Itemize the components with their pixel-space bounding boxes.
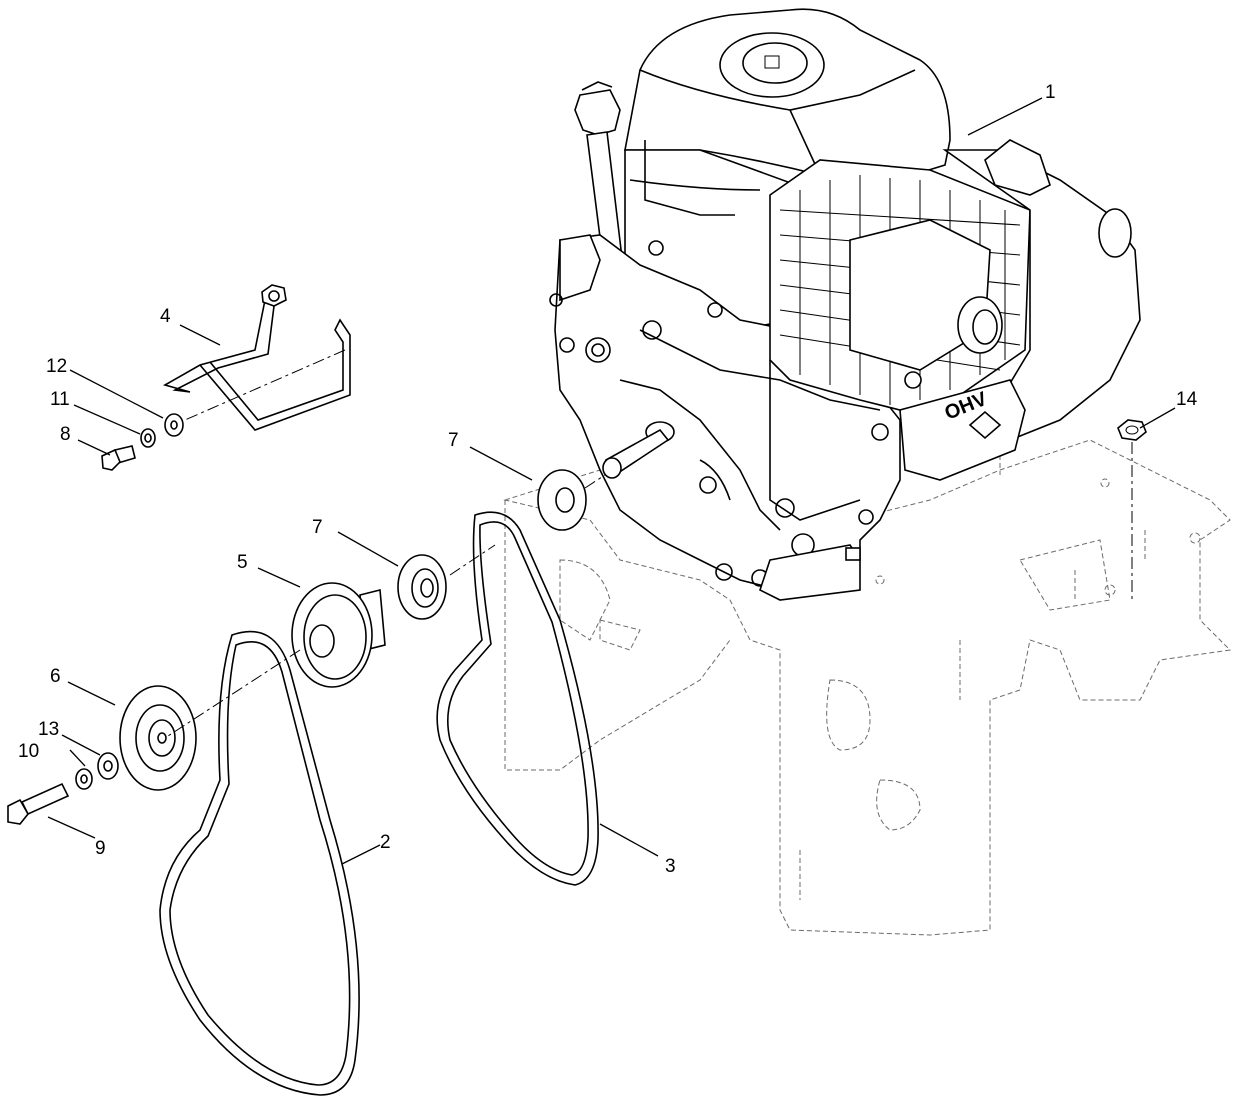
callout-10: 10 (18, 741, 39, 762)
engine-assembly: OHV (549, 8, 1141, 601)
belt-short-part (436, 511, 599, 886)
callout-labels: 1 2 3 4 5 6 7 7 8 9 10 11 12 13 14 (18, 82, 1198, 877)
callout-12: 12 (46, 356, 67, 377)
callout-4: 4 (160, 306, 171, 327)
callout-6: 6 (50, 666, 61, 687)
callout-14: 14 (1176, 389, 1198, 410)
callout-2: 2 (380, 832, 391, 853)
callout-5: 5 (237, 552, 248, 573)
flange-nut-part (1117, 419, 1147, 600)
callout-13: 13 (38, 719, 59, 740)
callout-7-upper: 7 (448, 430, 459, 451)
pulley-large-part (291, 582, 386, 688)
callout-9: 9 (95, 838, 106, 859)
pulley-small-part (119, 685, 197, 791)
callout-11: 11 (50, 389, 70, 410)
assembly-axis-lines (167, 349, 606, 737)
callout-7-lower: 7 (312, 517, 323, 538)
frame-housing-outline (503, 439, 1232, 936)
callout-3: 3 (665, 856, 676, 877)
leader-lines (47, 97, 1176, 865)
guide-fasteners (101, 413, 184, 471)
belt-guide-part (162, 284, 351, 431)
belt-long-part (159, 630, 360, 1096)
spacer-lower-part (397, 554, 447, 620)
pulley-fasteners (7, 752, 119, 825)
callout-1: 1 (1045, 82, 1056, 103)
callout-8: 8 (60, 424, 71, 445)
spacer-upper-part (537, 469, 587, 531)
